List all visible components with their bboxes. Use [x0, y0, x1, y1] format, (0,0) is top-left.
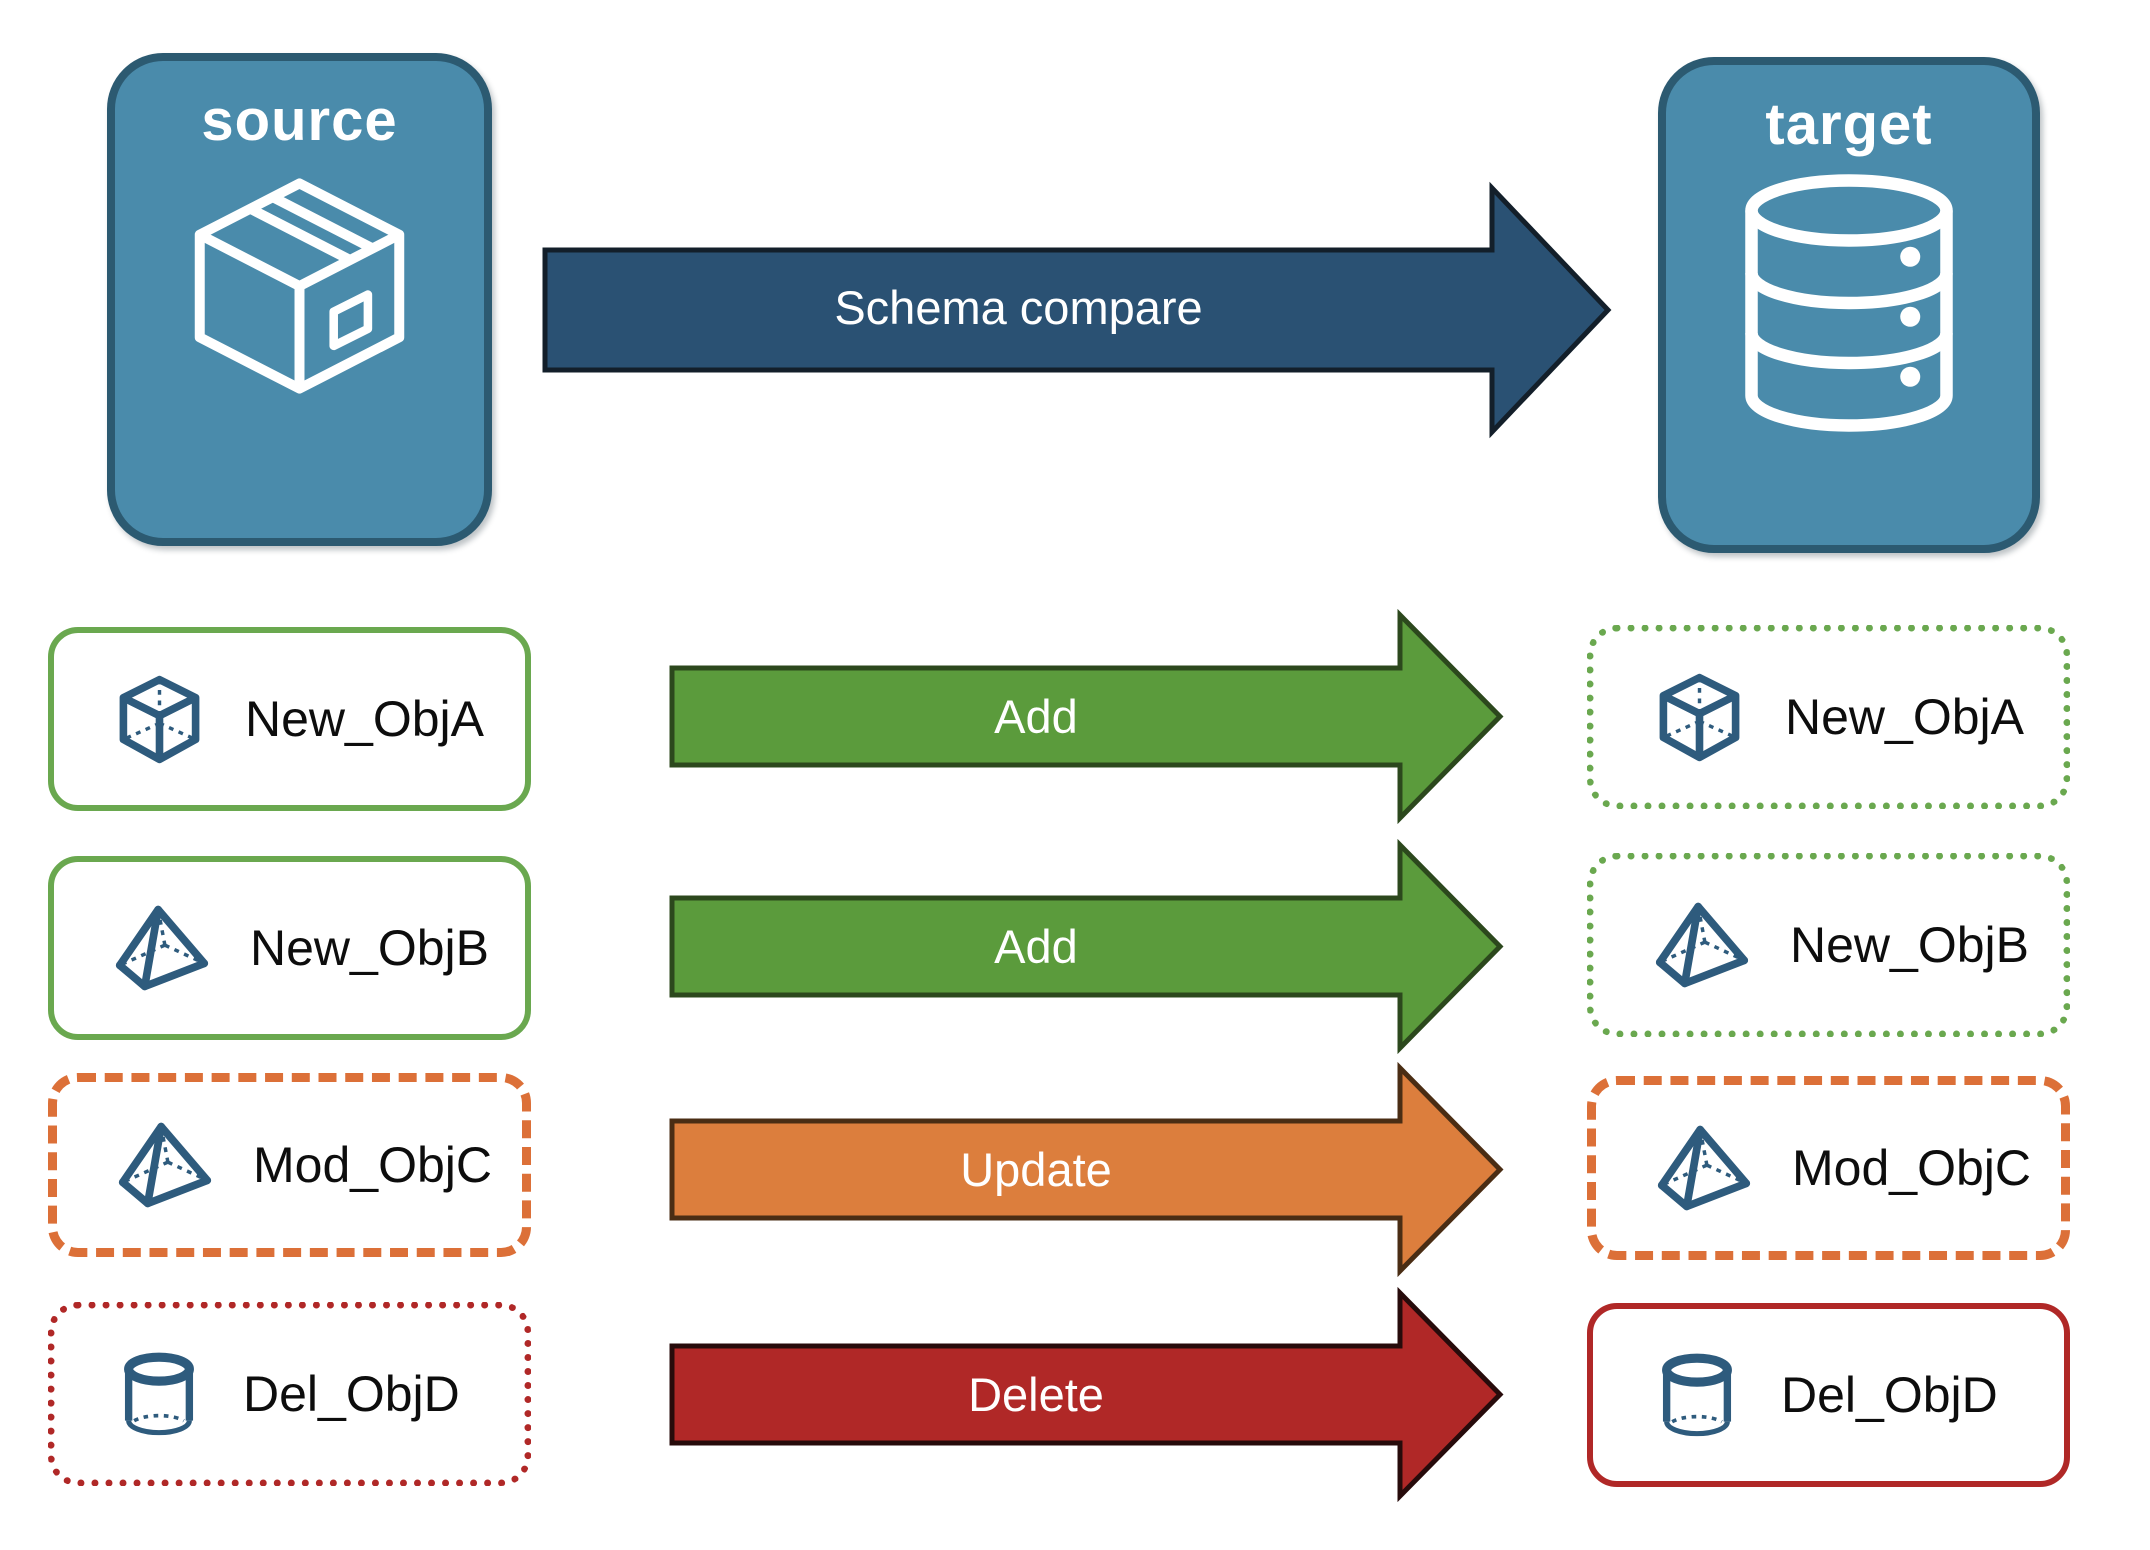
cylinder-icon	[1651, 1345, 1743, 1445]
database-icon	[1724, 164, 1974, 442]
update-arrow	[669, 1061, 1504, 1278]
source-object-new-objb: New_ObjB	[48, 856, 531, 1040]
object-label: Del_ObjD	[243, 1366, 460, 1422]
target-object-new-obja: New_ObjA	[1587, 625, 2070, 809]
object-label: Mod_ObjC	[1792, 1140, 2031, 1196]
schema-compare-arrow	[542, 181, 1612, 439]
target-object-mod-objc: Mod_ObjC	[1587, 1076, 2070, 1260]
source-object-del-objd: Del_ObjD	[48, 1302, 531, 1486]
pyramid-icon	[115, 1117, 215, 1213]
target-panel-title: target	[1765, 92, 1933, 157]
object-label: New_ObjA	[1785, 689, 2024, 745]
add-arrow-2	[669, 838, 1504, 1055]
source-panel-title: source	[201, 88, 398, 153]
cube-icon	[1652, 670, 1747, 765]
pyramid-icon	[112, 900, 212, 996]
target-object-new-objb: New_ObjB	[1587, 853, 2070, 1037]
source-panel: source	[107, 53, 492, 546]
pyramid-icon	[1654, 1120, 1754, 1216]
object-label: Del_ObjD	[1781, 1367, 1998, 1423]
object-label: Mod_ObjC	[253, 1137, 492, 1193]
add-arrow-1	[669, 608, 1504, 825]
object-label: New_ObjB	[1790, 917, 2029, 973]
object-label: New_ObjB	[250, 920, 489, 976]
delete-arrow	[669, 1286, 1504, 1503]
source-object-new-obja: New_ObjA	[48, 627, 531, 811]
cube-icon	[112, 672, 207, 767]
object-label: New_ObjA	[245, 691, 484, 747]
package-icon	[157, 160, 442, 432]
target-object-del-objd: Del_ObjD	[1587, 1303, 2070, 1487]
target-panel: target	[1658, 57, 2040, 553]
cylinder-icon	[113, 1344, 205, 1444]
source-object-mod-objc: Mod_ObjC	[48, 1073, 531, 1257]
pyramid-icon	[1652, 897, 1752, 993]
